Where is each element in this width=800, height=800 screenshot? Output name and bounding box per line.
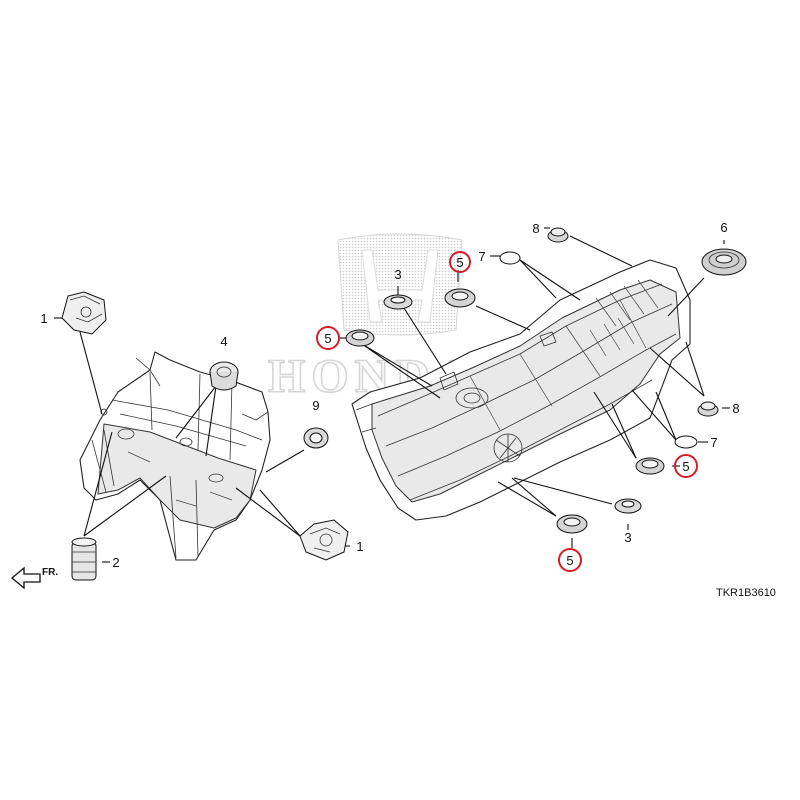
callout-7-upper[interactable]: 7 — [478, 249, 485, 264]
front-direction-indicator: FR. — [10, 566, 58, 590]
callout-5-bottom[interactable]: 5 — [566, 553, 573, 568]
part-7-seal-lower[interactable] — [674, 435, 698, 449]
part-9-grommet[interactable] — [303, 427, 329, 449]
callout-5-top[interactable]: 5 — [456, 255, 463, 270]
callout-9[interactable]: 9 — [312, 398, 319, 413]
callout-5-left[interactable]: 5 — [324, 331, 331, 346]
highlight-circle-c5a — [316, 326, 340, 350]
callout-2[interactable]: 2 — [112, 555, 119, 570]
callout-7-lower[interactable]: 7 — [710, 435, 717, 450]
part-2-bump-stop[interactable] — [71, 537, 97, 581]
part-5-grommet-d[interactable] — [556, 514, 588, 534]
part-7-seal-upper[interactable] — [499, 251, 521, 265]
callout-3-lower[interactable]: 3 — [624, 530, 631, 545]
part-5-grommet-b[interactable] — [444, 288, 476, 308]
front-frame-assembly — [79, 351, 271, 561]
leader-lines — [54, 227, 730, 563]
callout-8-upper[interactable]: 8 — [532, 221, 539, 236]
highlight-circle-c5c — [674, 454, 698, 478]
callout-6[interactable]: 6 — [720, 220, 727, 235]
callout-3-upper[interactable]: 3 — [394, 267, 401, 282]
floor-panel-assembly — [351, 259, 691, 521]
callout-8-lower[interactable]: 8 — [732, 401, 739, 416]
callout-numbers: 1 1 2 3 3 4 5 5 5 5 6 7 7 8 8 9 — [40, 220, 739, 570]
diagram-code: TKR1B3610 — [716, 587, 776, 599]
part-3-grommet-upper[interactable] — [383, 294, 413, 310]
part-3-grommet-lower[interactable] — [614, 498, 642, 514]
highlight-circles — [316, 251, 698, 572]
part-1-mount-upper[interactable] — [61, 291, 107, 335]
callout-1-upper[interactable]: 1 — [40, 311, 47, 326]
part-4-plug[interactable] — [209, 361, 239, 391]
part-5-grommet-c[interactable] — [635, 457, 665, 475]
part-5-grommet-a[interactable] — [345, 329, 375, 347]
highlight-circle-c5b — [449, 251, 471, 273]
honda-h-logo-icon — [337, 233, 463, 336]
callout-5-right[interactable]: 5 — [682, 459, 689, 474]
part-6-large-plug[interactable] — [701, 248, 747, 276]
part-8-cap-lower[interactable] — [697, 401, 719, 417]
front-label: FR. — [42, 567, 58, 578]
callout-1-lower[interactable]: 1 — [356, 539, 363, 554]
part-8-cap-upper[interactable] — [547, 227, 569, 243]
front-arrow-icon — [10, 566, 41, 590]
part-1-mount-lower[interactable] — [299, 519, 349, 561]
callout-4[interactable]: 4 — [220, 334, 227, 349]
highlight-circle-c5d — [558, 548, 582, 572]
